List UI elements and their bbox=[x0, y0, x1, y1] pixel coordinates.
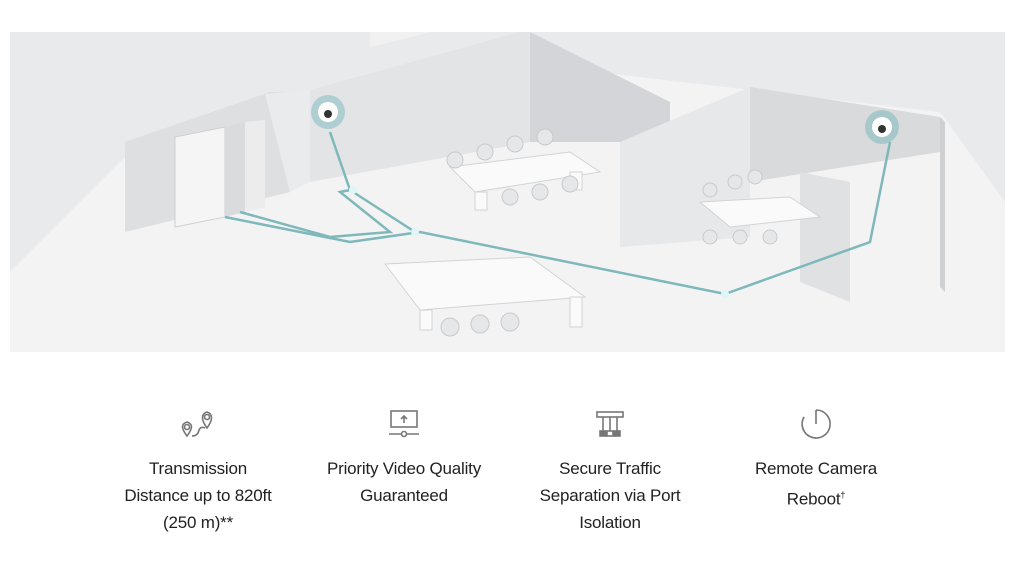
footnote-mark: † bbox=[840, 490, 846, 500]
power-reboot-icon bbox=[706, 400, 926, 448]
feature-text: Reboot bbox=[786, 489, 841, 509]
meeting-table bbox=[698, 196, 822, 228]
desk-cluster-bottom bbox=[384, 256, 587, 331]
feature-text: Separation via Port bbox=[539, 486, 681, 505]
feature-text: Isolation bbox=[579, 513, 641, 532]
feature-text: Remote Camera bbox=[754, 459, 878, 478]
office-network-illustration bbox=[10, 32, 1005, 352]
back-wall bbox=[310, 32, 530, 182]
feature-text: Distance up to 820ft bbox=[124, 486, 272, 505]
port-isolation-icon bbox=[500, 400, 720, 448]
feature-text: Priority Video Quality bbox=[326, 459, 482, 478]
server-racks bbox=[174, 120, 265, 228]
video-priority-icon bbox=[294, 400, 514, 448]
network-cables bbox=[224, 131, 892, 296]
feature-text: Secure Traffic bbox=[559, 459, 661, 478]
feature-text: Guaranteed bbox=[360, 486, 448, 505]
dome-camera-icon bbox=[311, 95, 345, 129]
feature-text: Transmission bbox=[148, 459, 248, 478]
dome-camera-icon bbox=[865, 110, 899, 144]
feature-text: (250 m)** bbox=[162, 513, 233, 532]
location-route-icon bbox=[88, 400, 308, 448]
